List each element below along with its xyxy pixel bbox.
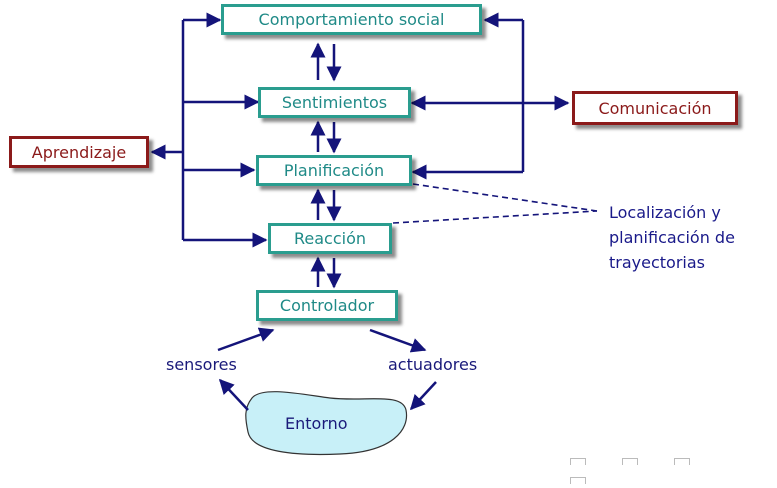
nav-control-3[interactable] (674, 458, 690, 465)
annotation-trayectorias: Localización y planificación de trayecto… (609, 200, 735, 275)
arrow-sensores-controlador (217, 327, 275, 352)
box-planificacion: Planificación (256, 155, 412, 186)
slide-nav-controls (570, 450, 777, 484)
box-reaccion-label: Reacción (293, 229, 366, 248)
label-sensores: sensores (166, 355, 237, 374)
nav-control-1[interactable] (570, 458, 586, 465)
nav-control-2[interactable] (622, 458, 638, 465)
annotation-line-2: planificación de (609, 228, 735, 247)
box-reaccion: Reacción (268, 223, 392, 254)
box-comportamiento-social: Comportamiento social (221, 4, 482, 35)
box-controlador: Controlador (256, 290, 398, 321)
arrow-controlador-actuadores (369, 328, 427, 353)
arrows-planificacion-reaccion (310, 188, 342, 222)
box-comunicacion: Comunicación (572, 91, 738, 125)
box-planificacion-label: Planificación (283, 161, 385, 180)
arrows-reaccion-controlador (310, 256, 342, 289)
box-controlador-label: Controlador (279, 296, 375, 315)
arrows-comportamiento-sentimientos (310, 42, 342, 82)
label-entorno: Entorno (285, 414, 348, 433)
diagram: Comportamiento social Sentimientos Plani… (9, 4, 777, 484)
entorno-shape (245, 391, 408, 456)
box-aprendizaje: Aprendizaje (9, 136, 149, 168)
dashed-line-planificacion (412, 183, 598, 212)
nav-control-4[interactable] (570, 477, 586, 484)
annotation-line-1: Localización y (609, 203, 721, 222)
arrow-entorno-sensores (218, 378, 249, 411)
box-comunicacion-label: Comunicación (598, 98, 712, 118)
box-sentimientos-label: Sentimientos (281, 93, 388, 112)
arrows-sentimientos-planificacion (310, 120, 342, 154)
box-sentimientos: Sentimientos (258, 87, 411, 118)
diagram-arrows (150, 12, 598, 456)
box-aprendizaje-label: Aprendizaje (31, 142, 127, 162)
arrow-actuadores-entorno (409, 381, 437, 411)
annotation-line-3: trayectorias (609, 253, 705, 272)
dashed-line-reaccion (392, 210, 598, 224)
box-comportamiento-social-label: Comportamiento social (258, 10, 445, 29)
label-actuadores: actuadores (388, 355, 478, 374)
